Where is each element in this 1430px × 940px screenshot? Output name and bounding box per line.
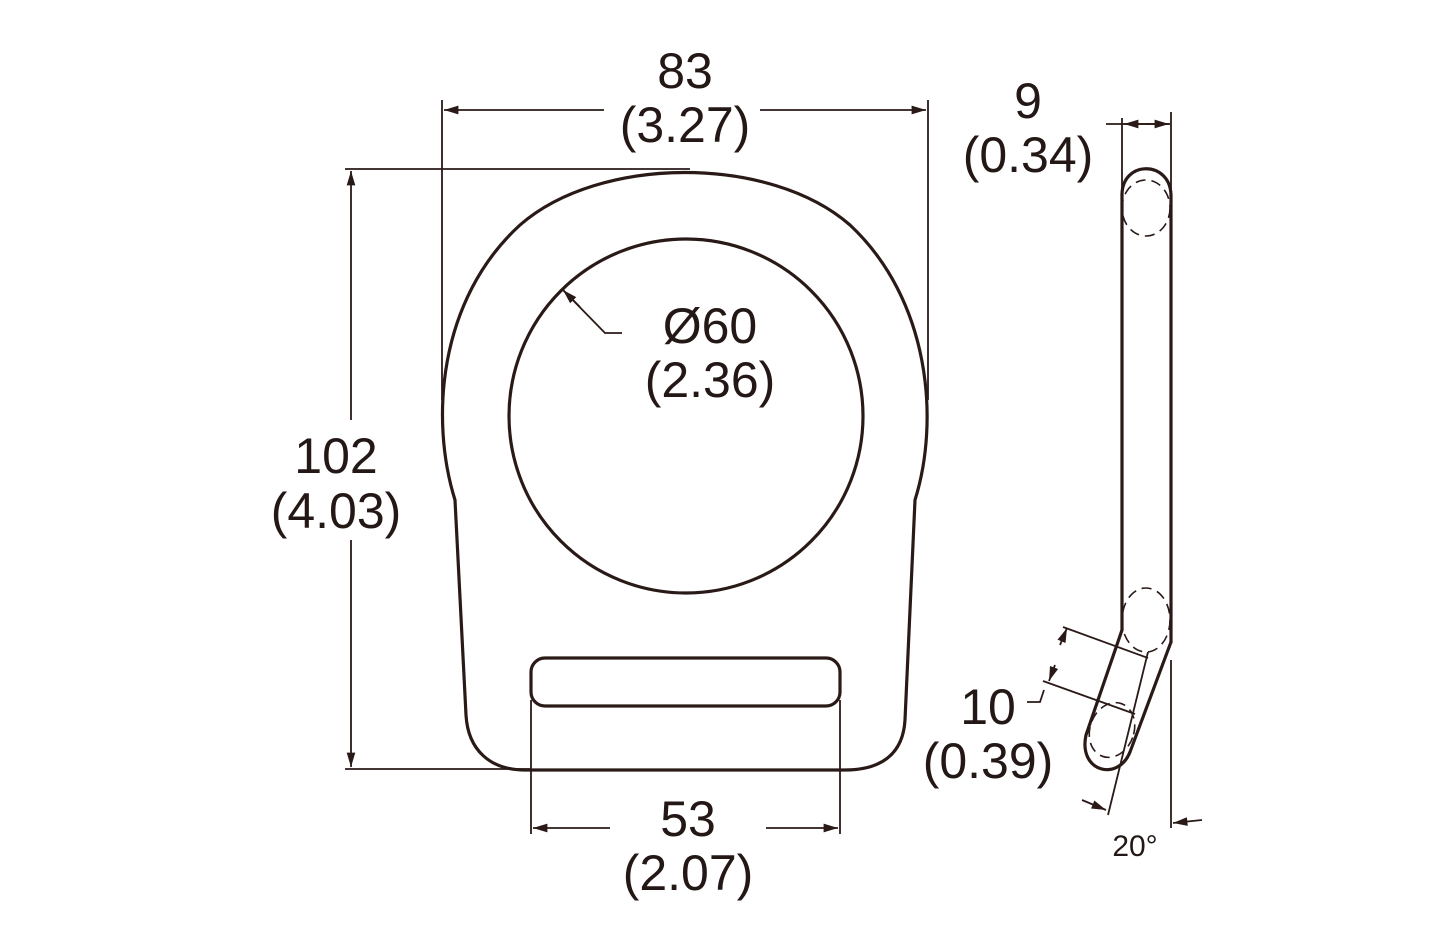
width-in-label: (3.27) [620, 97, 751, 153]
side-top-end [1120, 167, 1173, 197]
height-in-label: (4.03) [271, 483, 402, 539]
webbing-slot [529, 656, 842, 708]
bend-offset-dimension [1027, 626, 1149, 715]
angle-dimension [1081, 651, 1203, 828]
outer-outline [440, 170, 929, 772]
front-view [440, 170, 929, 772]
height-mm-label: 102 [294, 428, 377, 484]
side-view [1083, 167, 1173, 772]
slot-in-label: (2.07) [623, 845, 754, 901]
width-dimension [441, 100, 929, 400]
slot-mm-label: 53 [660, 791, 716, 847]
thickness-in-label: (0.34) [963, 127, 1094, 183]
diameter-leader [562, 289, 622, 334]
height-dimension [345, 168, 690, 770]
diameter-mm-label: Ø60 [663, 298, 758, 354]
thickness-mm-label: 9 [1014, 73, 1042, 129]
side-bent-end [1083, 628, 1173, 772]
thickness-dimension [1106, 112, 1172, 190]
bend-mm-label: 10 [960, 679, 1016, 735]
diameter-in-label: (2.36) [645, 352, 776, 408]
bend-in-label: (0.39) [923, 733, 1054, 789]
width-mm-label: 83 [657, 43, 713, 99]
slot-width-dimension [530, 700, 841, 834]
angle-label: 20° [1112, 830, 1157, 863]
inner-circle [507, 237, 865, 595]
